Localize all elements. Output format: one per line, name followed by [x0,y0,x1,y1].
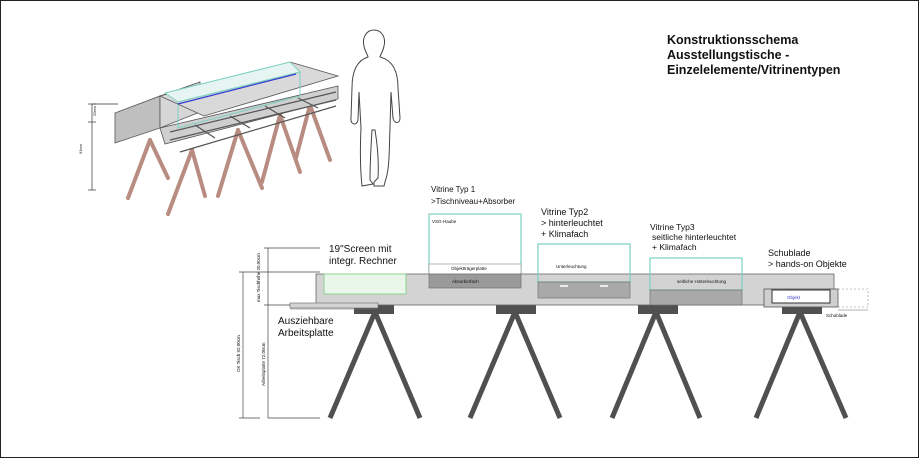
leg-cap-3 [638,305,678,314]
label-vitrine1-2: >Tischniveau+Absorber [431,197,516,206]
drawer-extended [837,288,869,308]
label-schublade-1: Schublade [768,248,811,258]
title-line-1: Konstruktionsschema [667,33,799,47]
iso-glass-front [177,71,301,129]
label-vitrine3-1: Vitrine Typ3 [650,222,695,232]
label-screen-1: 19"Screen mit [329,244,392,255]
iso-dimension-line [88,103,118,191]
dim-arbeitsplatte: Arbeitsplatte 72,00cm [261,342,266,386]
small-seitliche-hinterleuchtung: seitliche Hinterleuchtung [677,279,727,284]
small-schublade: Schublade [826,313,848,318]
label-ausziehbare-2: Arbeitsplatte [278,328,334,339]
label-vitrine3-3: + Klimafach [652,242,697,252]
iso-dim-large: 93cm [78,144,83,154]
label-vitrine2-3: + Klimafach [541,229,588,239]
title-line-2: Ausstellungstische - [667,48,790,62]
label-vitrine2-2: > hinterleuchtet [541,218,603,228]
iso-table-legs [126,103,332,216]
dim-ok-tisch: OK Tisch 92,00cm [236,335,241,372]
leg-cap-1 [354,305,394,314]
vitrine2-climate-compartment [537,281,631,299]
iso-table-front [159,85,339,145]
small-objekttraegerplatte: Objektträgerplatte [451,266,487,271]
iso-frame-rails [169,91,337,153]
side-elevation [239,213,869,419]
label-screen-2: integr. Rechner [329,256,397,267]
leg-cap-2 [496,305,536,314]
elevation-legs [327,311,849,419]
elevation-dimensions [239,247,320,419]
small-absorberfach: Absorberfach [452,279,479,284]
iso-blue-edge [177,73,297,105]
label-vitrine2-1: Vitrine Typ2 [541,207,588,217]
human-silhouette-icon [350,29,401,187]
label-vitrine1-1: Vitrine Typ 1 [431,185,476,194]
small-objekt: Objekt [787,295,801,300]
vitrine3-climate-compartment [649,289,743,306]
screen-recess [323,273,407,295]
pullout-worksurface [289,302,379,309]
title-line-3: Einzelelemente/Vitrinentypen [667,63,841,77]
iso-table: 20cm 93cm [78,61,340,216]
small-vsg-haube: VSG-Haube [432,219,457,224]
iso-table-end-left [114,95,161,144]
leg-cap-4 [782,305,822,314]
label-ausziehbare-1: Ausziehbare [278,316,334,327]
small-unterleuchtung: Unterleuchtung [556,264,587,269]
iso-dim-small: 20cm [92,106,97,116]
dim-max-tischhoehe: max Tischhöhe 20,00cm [256,253,261,302]
drawing-title: Konstruktionsschema Ausstellungstische -… [667,33,840,78]
vitrine1-absorber [428,273,522,289]
label-vitrine3-2: seitliche hinterleuchtet [652,232,737,242]
drawer-inner [771,289,831,304]
annotations: 19"Screen mit integr. Rechner Ausziehbar… [236,185,848,386]
label-schublade-2: > hands-on Objekte [768,259,847,269]
